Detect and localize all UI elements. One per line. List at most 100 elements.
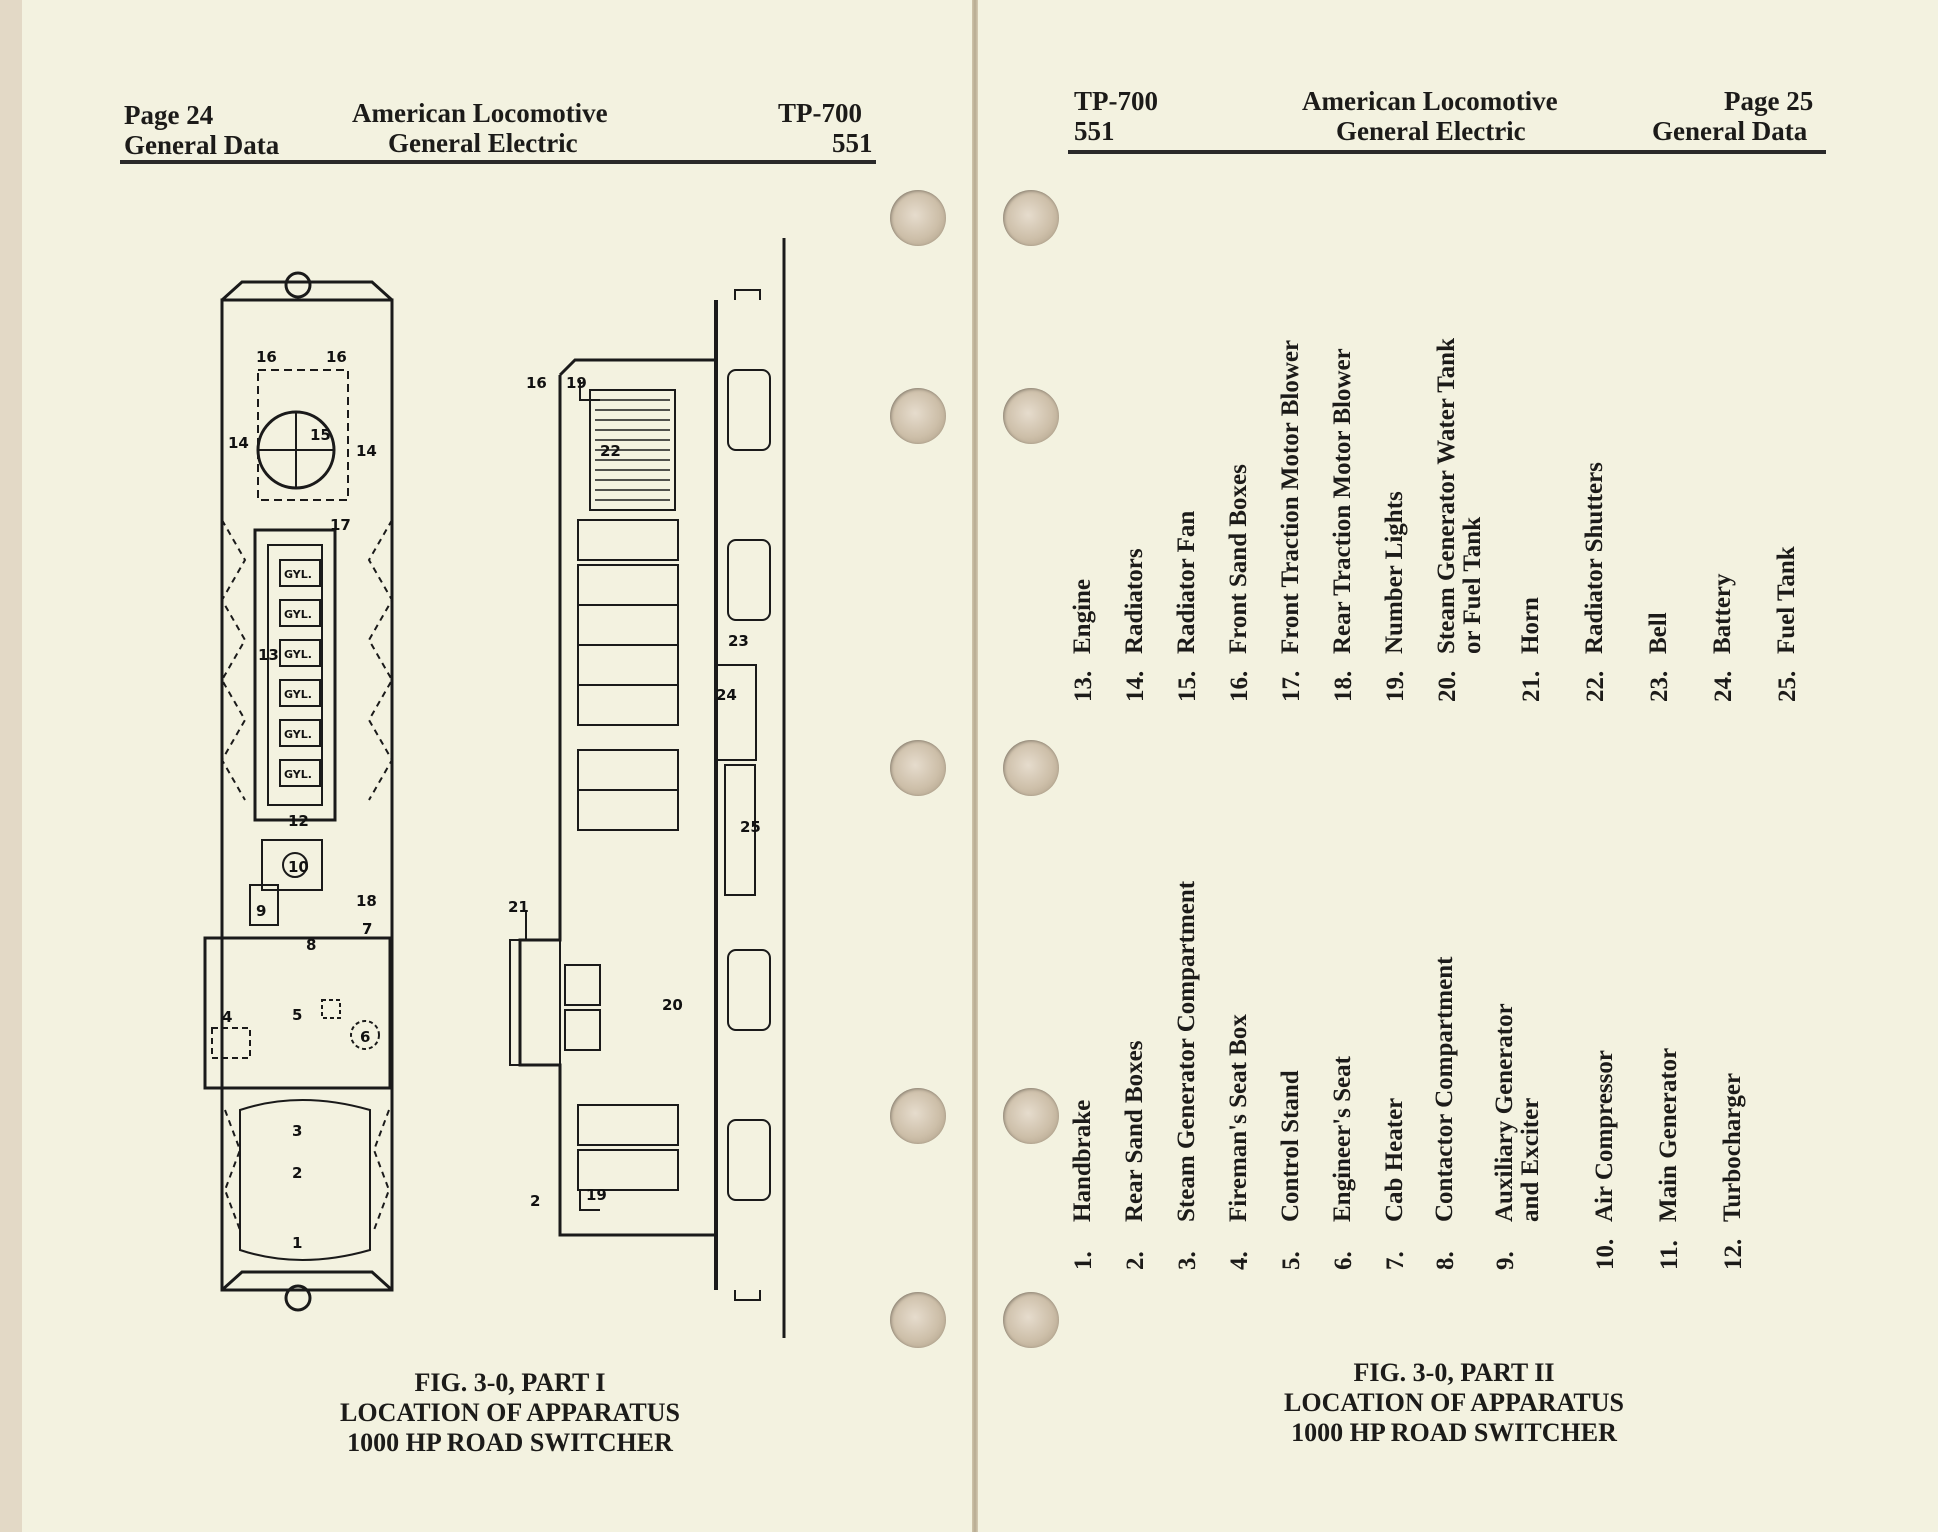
- diagram-label: 1: [292, 1234, 302, 1252]
- right-section-title: General Data: [1652, 116, 1808, 146]
- item-label: Steam Generator Water Tank or Fuel Tank: [1433, 338, 1486, 654]
- list-item: 12.Turbocharger: [1719, 881, 1780, 1270]
- binder-hole: [1003, 740, 1059, 796]
- binder-hole: [890, 190, 946, 246]
- diagram-label: 25: [740, 818, 761, 836]
- list-item: 24.Battery: [1709, 338, 1774, 702]
- item-number: 16.: [1226, 670, 1253, 702]
- left-page-number: Page 24: [124, 100, 214, 130]
- cylinder-label: GYL.: [284, 688, 312, 701]
- diagram-label: 19: [586, 1186, 607, 1204]
- list-item: 18.Rear Traction Motor Blower: [1329, 338, 1382, 702]
- binder-hole: [890, 1088, 946, 1144]
- right-figure-caption: FIG. 3-0, PART II LOCATION OF APPARATUS …: [1224, 1358, 1684, 1448]
- right-company-line1: American Locomotive: [1302, 86, 1558, 116]
- item-number: 25.: [1774, 670, 1801, 702]
- item-number: 4.: [1226, 1251, 1253, 1270]
- left-company-line1: American Locomotive: [352, 98, 608, 128]
- diagram-label: 24: [716, 686, 737, 704]
- list-item: 15.Radiator Fan: [1173, 338, 1226, 702]
- binder-hole: [1003, 1088, 1059, 1144]
- item-label: Air Compressor: [1591, 1050, 1618, 1222]
- diagram-label: 18: [356, 892, 377, 910]
- item-number: 14.: [1122, 670, 1149, 702]
- diagram-label: 16: [256, 348, 277, 366]
- diagram-label: 14: [356, 442, 377, 460]
- top-view: [203, 271, 394, 1312]
- list-item: 23. Bell: [1645, 338, 1710, 702]
- right-doc-sub: 551: [1074, 116, 1115, 146]
- left-page: [22, 0, 972, 1532]
- item-label: Rear Sand Boxes: [1121, 1040, 1148, 1222]
- item-number: 6.: [1330, 1251, 1357, 1270]
- binder-hole: [890, 388, 946, 444]
- item-number: 15.: [1174, 670, 1201, 702]
- parts-column-right: 13. Engine 14. Radiators 15.Radiator Fan 1…: [1069, 338, 1834, 702]
- locomotive-diagram: GYL. GYL. GYL. GYL. GYL. GYL.: [203, 238, 786, 1338]
- item-label: Engine: [1069, 578, 1096, 654]
- diagram-label: 20: [662, 996, 683, 1014]
- right-header-rule: [1068, 150, 1826, 154]
- caption-line: LOCATION OF APPARATUS: [1284, 1388, 1624, 1417]
- item-number: 20.: [1434, 670, 1461, 702]
- left-company-line2: General Electric: [388, 128, 578, 158]
- left-figure-caption: FIG. 3-0, PART I LOCATION OF APPARATUS 1…: [280, 1368, 740, 1458]
- binder-hole: [890, 1292, 946, 1348]
- cylinder-label: GYL.: [284, 728, 312, 741]
- item-number: 19.: [1382, 670, 1409, 702]
- diagram-label: 21: [508, 898, 529, 916]
- parts-column-left: 1.Handbrake 2.Rear Sand Boxes 3.Steam Ge…: [1069, 881, 1780, 1270]
- item-number: 7.: [1382, 1251, 1409, 1270]
- diagram-label: 15: [310, 426, 331, 444]
- diagram-labels: 1 2 3 4 5 6 7 8 9 10 12 13 14 14 15 16 1…: [222, 348, 761, 1252]
- list-item: 13. Engine: [1069, 338, 1122, 702]
- item-label: Radiators: [1121, 548, 1148, 654]
- item-label: Engineer's Seat: [1329, 1056, 1356, 1222]
- diagram-label: 6: [360, 1028, 370, 1046]
- binder-hole: [1003, 190, 1059, 246]
- item-number: 10.: [1592, 1238, 1619, 1270]
- diagram-label: 3: [292, 1122, 302, 1140]
- item-number: 23.: [1646, 670, 1673, 702]
- right-page-number: Page 25: [1724, 86, 1814, 116]
- item-label: Cab Heater: [1381, 1097, 1408, 1222]
- diagram-label: 4: [222, 1008, 232, 1026]
- list-item: 8.Contactor Compartment: [1431, 881, 1492, 1270]
- item-label: Main Generator: [1655, 1047, 1682, 1222]
- diagram-label: 22: [600, 442, 621, 460]
- caption-line: 1000 HP ROAD SWITCHER: [1291, 1418, 1617, 1447]
- caption-line: FIG. 3-0, PART II: [1353, 1358, 1555, 1387]
- caption-line: FIG. 3-0, PART I: [414, 1368, 606, 1397]
- item-number: 8.: [1432, 1251, 1459, 1270]
- book-spine: [972, 0, 978, 1532]
- list-item: 19. Number Lights: [1381, 338, 1434, 702]
- list-item: 9.Auxiliary Generator and Exciter: [1491, 881, 1592, 1270]
- diagram-label: 2: [530, 1192, 540, 1210]
- binder-hole: [890, 740, 946, 796]
- item-label: Control Stand: [1277, 1070, 1304, 1222]
- list-item: 22.Radiator Shutters: [1581, 338, 1646, 702]
- caption-line: 1000 HP ROAD SWITCHER: [347, 1428, 673, 1457]
- diagram-label: 17: [330, 516, 351, 534]
- side-view: [509, 238, 786, 1338]
- diagram-label: 10: [288, 858, 309, 876]
- diagram-label: 7: [362, 920, 372, 938]
- cylinder-label: GYL.: [284, 608, 312, 621]
- list-item: 6. Engineer's Seat: [1329, 881, 1382, 1270]
- diagram-label: 19: [566, 374, 587, 392]
- left-header-rule: [120, 160, 876, 164]
- item-label: Number Lights: [1381, 491, 1408, 654]
- item-label: Fireman's Seat Box: [1225, 1014, 1252, 1222]
- diagram-label: 14: [228, 434, 249, 452]
- diagram-label: 23: [728, 632, 749, 650]
- item-number: 9.: [1492, 1251, 1519, 1270]
- list-item: 10. Air Compressor: [1591, 881, 1656, 1270]
- list-item: 16. Front Sand Boxes: [1225, 338, 1278, 702]
- cylinder-label: GYL.: [284, 768, 312, 781]
- binder-hole: [1003, 388, 1059, 444]
- cylinder-label: GYL.: [284, 568, 312, 581]
- item-label: Bell: [1645, 612, 1672, 654]
- item-label: Front Sand Boxes: [1225, 464, 1252, 654]
- list-item: 17.Front Traction Motor Blower: [1277, 338, 1330, 702]
- item-number: 13.: [1070, 670, 1097, 702]
